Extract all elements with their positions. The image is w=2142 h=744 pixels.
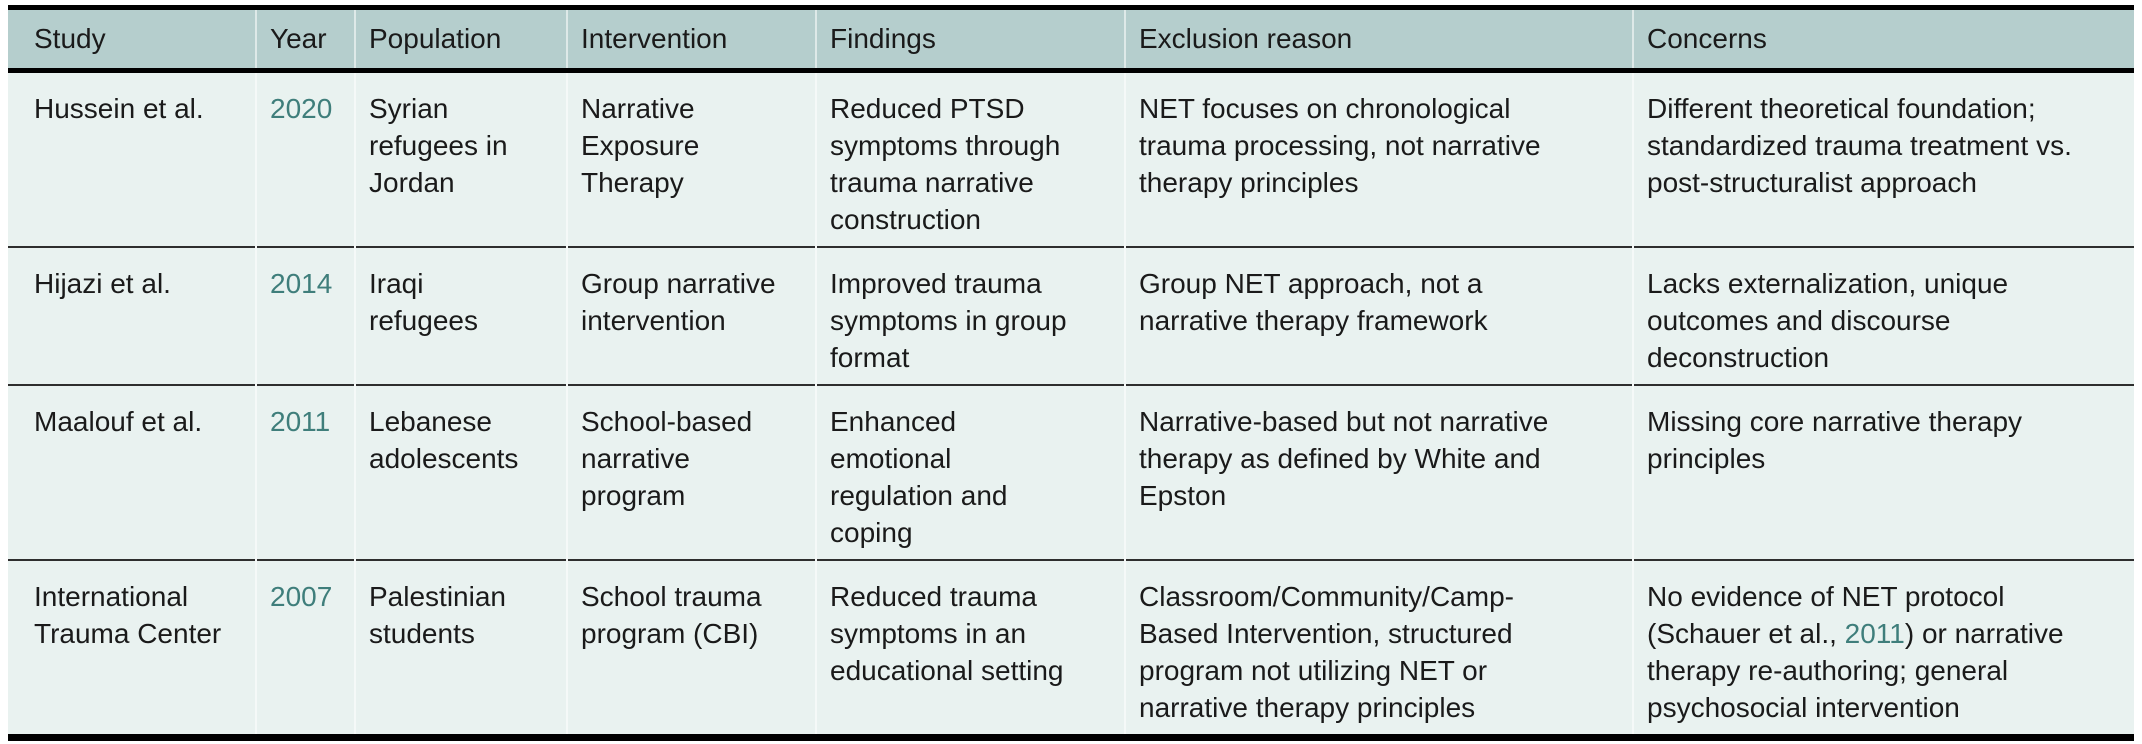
table-row: Maalouf et al. 2011 Lebanese adolescents… bbox=[8, 385, 2134, 560]
year-link[interactable]: 2014 bbox=[270, 268, 333, 299]
column-header-findings: Findings bbox=[815, 7, 1125, 73]
column-header-population: Population bbox=[354, 7, 567, 73]
table-row: International Trauma Center 2007 Palesti… bbox=[8, 560, 2134, 738]
cell-year: 2020 bbox=[255, 70, 355, 247]
cell-findings: Reduced trauma symptoms in an educationa… bbox=[815, 560, 1125, 738]
year-link[interactable]: 2011 bbox=[270, 406, 331, 437]
cell-population: Syrian refugees in Jordan bbox=[354, 70, 567, 247]
cell-intervention: Narrative Exposure Therapy bbox=[566, 70, 816, 247]
cell-intervention: School trauma program (CBI) bbox=[566, 560, 816, 738]
cell-population: Palestinian students bbox=[354, 560, 567, 738]
cell-findings: Improved trauma symptoms in group format bbox=[815, 247, 1125, 385]
cell-year: 2011 bbox=[255, 385, 355, 560]
concerns-text-after: ) or narrative therapy re-authoring; gen… bbox=[1647, 618, 2064, 723]
cell-concerns: Missing core narrative therapy principle… bbox=[1632, 385, 2134, 560]
year-link[interactable]: 2020 bbox=[270, 93, 333, 124]
cell-population: Lebanese adolescents bbox=[354, 385, 567, 560]
cell-findings: Reduced PTSD symptoms through trauma nar… bbox=[815, 70, 1125, 247]
cell-study: Hussein et al. bbox=[34, 93, 204, 124]
cell-exclusion-reason: NET focuses on chronological trauma proc… bbox=[1124, 70, 1633, 247]
cell-study: Hijazi et al. bbox=[34, 268, 171, 299]
column-header-study: Study bbox=[8, 7, 256, 73]
column-header-concerns: Concerns bbox=[1632, 7, 2134, 73]
cell-concerns: No evidence of NET protocol (Schauer et … bbox=[1632, 560, 2134, 738]
column-header-intervention: Intervention bbox=[566, 7, 816, 73]
cell-exclusion-reason: Group NET approach, not a narrative ther… bbox=[1124, 247, 1633, 385]
table-row: Hussein et al. 2020 Syrian refugees in J… bbox=[8, 70, 2134, 247]
cell-concerns: Lacks externalization, unique outcomes a… bbox=[1632, 247, 2134, 385]
column-header-year: Year bbox=[255, 7, 355, 73]
cell-exclusion-reason: Classroom/Community/Camp-Based Intervent… bbox=[1124, 560, 1633, 738]
cell-study: International Trauma Center bbox=[34, 581, 222, 649]
cell-intervention: School-based narrative program bbox=[566, 385, 816, 560]
cell-study: Maalouf et al. bbox=[34, 406, 203, 437]
table-body: Hussein et al. 2020 Syrian refugees in J… bbox=[8, 70, 2134, 738]
citation-link[interactable]: 2011 bbox=[1844, 618, 1905, 649]
year-link[interactable]: 2007 bbox=[270, 581, 333, 612]
cell-exclusion-reason: Narrative-based but not narrative therap… bbox=[1124, 385, 1633, 560]
excluded-studies-table: Study Year Population Intervention Findi… bbox=[8, 5, 2134, 741]
cell-year: 2014 bbox=[255, 247, 355, 385]
column-header-exclusion-reason: Exclusion reason bbox=[1124, 7, 1633, 73]
cell-year: 2007 bbox=[255, 560, 355, 738]
header-row: Study Year Population Intervention Findi… bbox=[8, 7, 2134, 73]
cell-intervention: Group narrative intervention bbox=[566, 247, 816, 385]
cell-population: Iraqi refugees bbox=[354, 247, 567, 385]
table-header: Study Year Population Intervention Findi… bbox=[8, 7, 2134, 73]
table-row: Hijazi et al. 2014 Iraqi refugees Group … bbox=[8, 247, 2134, 385]
cell-concerns: Different theoretical foundation; standa… bbox=[1632, 70, 2134, 247]
concerns-text-before: No evidence of NET protocol (Schauer et … bbox=[1647, 581, 2005, 649]
cell-findings: Enhanced emotional regulation and coping bbox=[815, 385, 1125, 560]
